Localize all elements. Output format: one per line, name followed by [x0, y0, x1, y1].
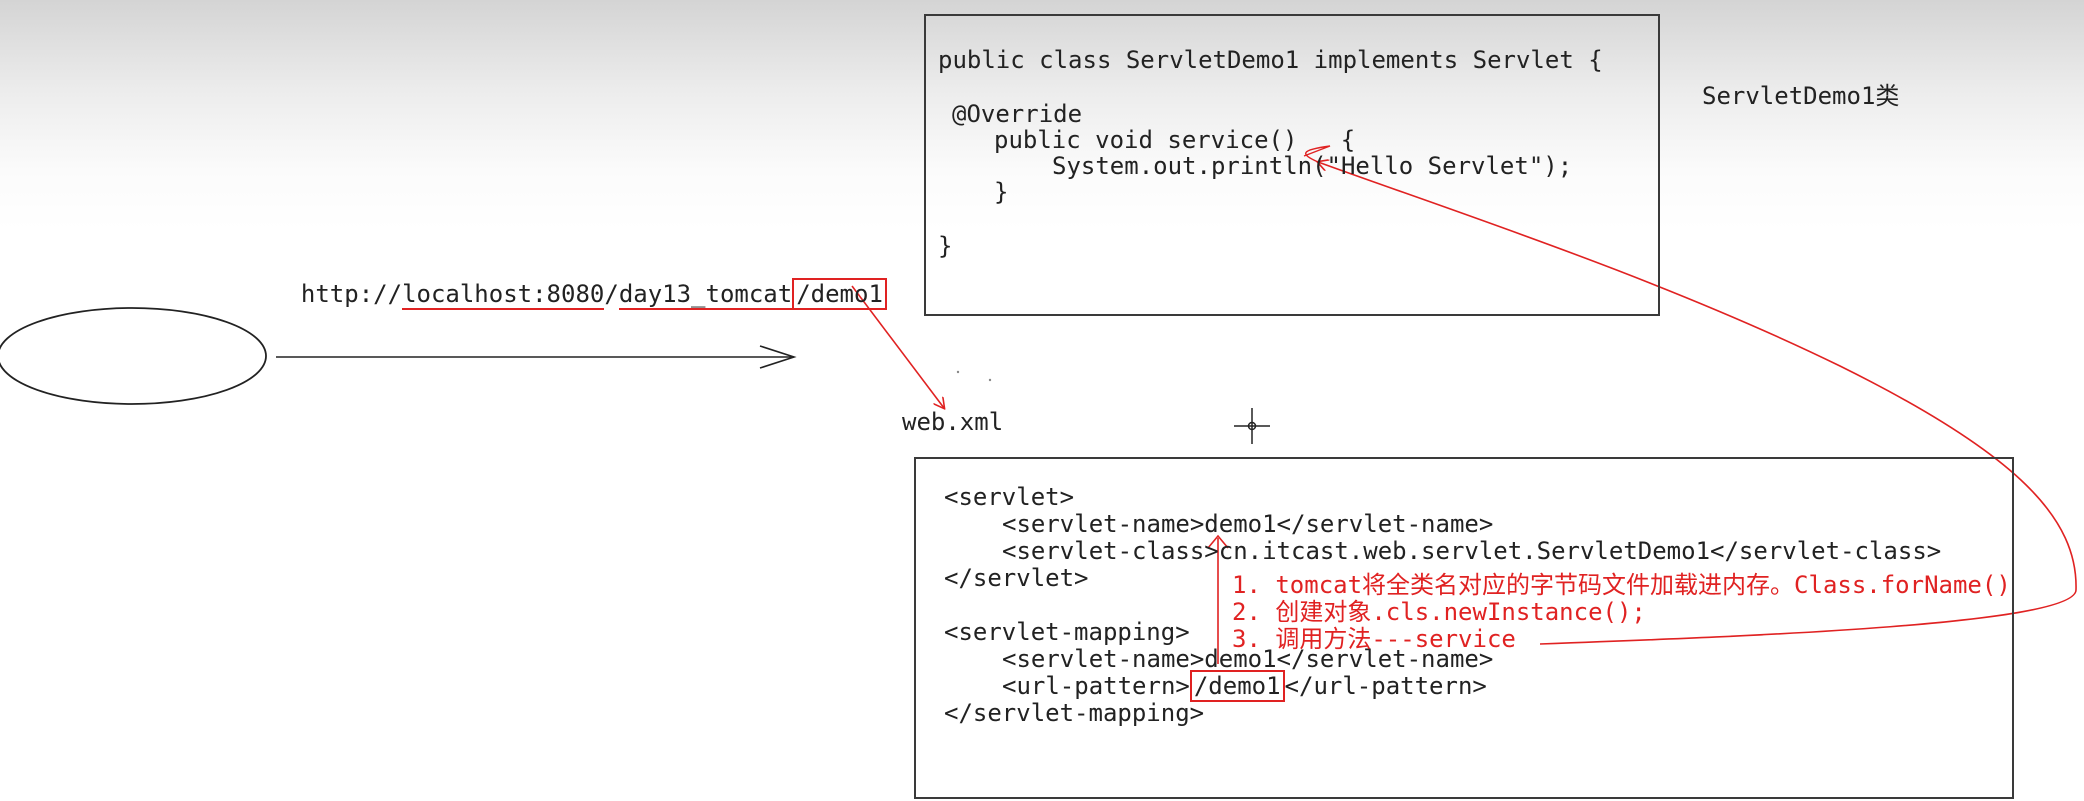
xml-mapping-name-line: <servlet-name>demo1</servlet-name>: [1002, 645, 1494, 673]
class-code-line-declaration: public class ServletDemo1 implements Ser…: [938, 46, 1603, 74]
url-separator: /: [604, 280, 619, 308]
class-label: ServletDemo1类: [1702, 82, 1900, 110]
url-context: day13_tomcat: [618, 280, 793, 310]
class-code-line-println: System.out.println("Hello Servlet");: [1052, 152, 1573, 180]
xml-servlet-class-line: <servlet-class>cn.itcast.web.servlet.Ser…: [1002, 537, 1942, 565]
service-call-curve: [1318, 162, 2077, 645]
lookup-connector: [1207, 534, 1229, 664]
class-code-line-method-close: }: [994, 178, 1009, 206]
xml-url-pattern-line: <url-pattern>/demo1</url-pattern>: [1002, 670, 1487, 702]
xml-url-pattern-value: /demo1: [1189, 670, 1285, 702]
request-arrow: [276, 345, 797, 369]
url-path: /demo1: [792, 278, 887, 310]
url-prefix: http://: [300, 280, 403, 308]
xml-servlet-open: <servlet>: [944, 483, 1075, 511]
xml-mapping-open: <servlet-mapping>: [944, 618, 1190, 646]
note-step-create-instance: 2. 创建对象.cls.newInstance();: [1232, 598, 1646, 626]
xml-servlet-name-value: demo1: [1204, 510, 1277, 538]
dot-mark: [988, 378, 992, 382]
note-step-load-class: 1. tomcat将全类名对应的字节码文件加载进内存。Class.forName…: [1232, 571, 2011, 599]
xml-servlet-name-line: <servlet-name>demo1</servlet-name>: [1002, 510, 1494, 538]
crosshair-cursor-icon: [1234, 408, 1270, 444]
xml-mapping-close: </servlet-mapping>: [944, 699, 1205, 727]
dot-mark: [956, 370, 960, 374]
webxml-label: web.xml: [902, 408, 1004, 436]
xml-servlet-class-value: cn.itcast.web.servlet.ServletDemo1: [1218, 537, 1711, 565]
xml-mapping-name-value: demo1: [1204, 645, 1277, 673]
class-code-line-service: public void service() {: [994, 126, 1356, 154]
request-url: http://localhost:8080/day13_tomcat/demo1: [272, 252, 887, 310]
class-code-line-class-close: }: [938, 232, 953, 260]
servlet-class-box: [924, 14, 1660, 316]
note-step-call-service: 3. 调用方法---service: [1232, 625, 1516, 653]
url-to-webxml-arrow: [851, 285, 944, 408]
browser-ellipse: [0, 307, 267, 405]
class-code-line-override: @Override: [952, 100, 1083, 128]
service-call-hook: [1303, 145, 1331, 163]
webxml-code-box: [914, 457, 2014, 799]
xml-servlet-close: </servlet>: [944, 564, 1089, 592]
url-host: localhost:8080: [402, 280, 605, 310]
